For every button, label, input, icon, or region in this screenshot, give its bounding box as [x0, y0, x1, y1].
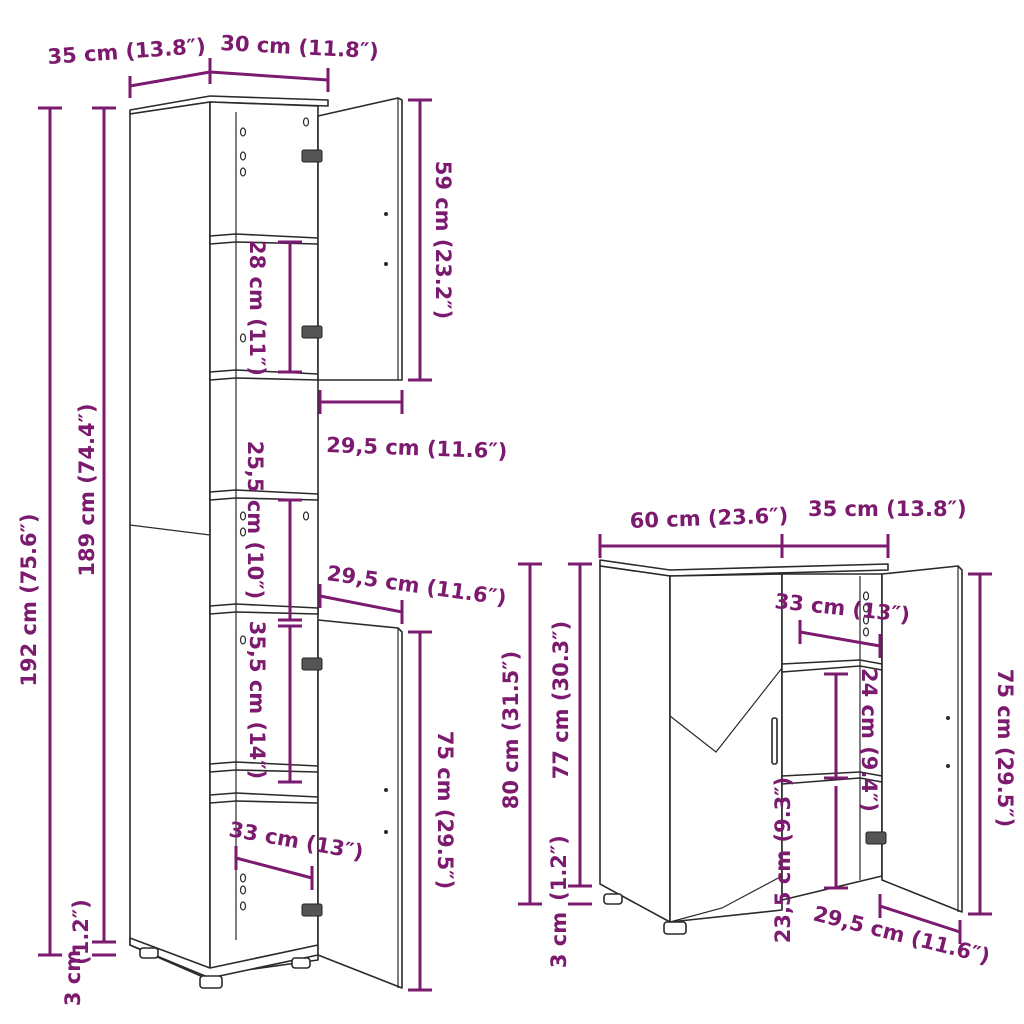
- leg: [603, 893, 623, 905]
- small-shelf-gap-upper-label: 24 cm (9.4″): [857, 668, 881, 812]
- leg: [291, 957, 311, 969]
- tall-top-door-height-label: 59 cm (23.2″): [431, 161, 455, 320]
- small-leg-height-cm-label: 3 cm: [547, 912, 571, 968]
- small-door-height-label: 75 cm (29.5″): [993, 669, 1017, 828]
- small-depth-label: 35 cm (13.8″): [808, 497, 967, 521]
- tall-top-shelf-gap-label: 28 cm (11″): [245, 240, 269, 376]
- leg: [199, 975, 223, 989]
- small-cabinet-right-door: [881, 565, 963, 913]
- small-cabinet-side: [599, 565, 671, 923]
- tall-cabinet-top-door: [317, 97, 403, 381]
- tall-top-door-width-label: 29,5 cm (11.6″): [326, 433, 508, 463]
- small-body-height-label: 77 cm (30.3″): [549, 621, 573, 780]
- tall-bottom-door-height-label: 75 cm (29.5″): [433, 731, 457, 890]
- tall-width-label: 30 cm (11.8″): [220, 31, 380, 63]
- tall-cabinet-bottom-door: [317, 619, 403, 989]
- tall-cabinet-labels: 35 cm (13.8″) 30 cm (11.8″) 192 cm (75.6…: [17, 31, 508, 1006]
- small-shelf-gap-lower-label: 23,5 cm (9.3″): [771, 777, 795, 944]
- small-cabinet-left-door: [669, 573, 783, 923]
- small-cabinet-dimensions: [518, 534, 992, 944]
- tall-leg-height-label-cm: 3 cm: [61, 950, 85, 1006]
- small-width-label: 60 cm (23.6″): [629, 503, 788, 533]
- small-cabinet: [599, 559, 963, 935]
- tall-cabinet-dimensions: [38, 58, 432, 992]
- hinge-icon: [865, 831, 887, 845]
- small-leg-height-inch-label: (1.2″): [547, 835, 571, 901]
- tall-total-height-label: 192 cm (75.6″): [17, 513, 41, 686]
- tall-lower-shelf-gap-label: 35,5 cm (14″): [245, 621, 269, 780]
- tall-depth-label: 35 cm (13.8″): [47, 34, 207, 69]
- small-total-height-label: 80 cm (31.5″): [499, 651, 523, 810]
- shelf-pin-hole-icon: [239, 117, 310, 911]
- tall-open-shelf-gap-label: 25,5 cm (10″): [243, 441, 267, 600]
- shelf-pin-hole-icon: [862, 591, 870, 637]
- tall-body-height-label: 189 cm (74.4″): [75, 403, 99, 576]
- door-handle-icon: [771, 717, 778, 765]
- hinge-icon: [301, 149, 323, 917]
- leg: [139, 947, 159, 959]
- leg: [663, 921, 687, 935]
- tall-leg-height-label-inch: (1.2″): [69, 899, 93, 965]
- tall-cabinet-side: [129, 101, 211, 981]
